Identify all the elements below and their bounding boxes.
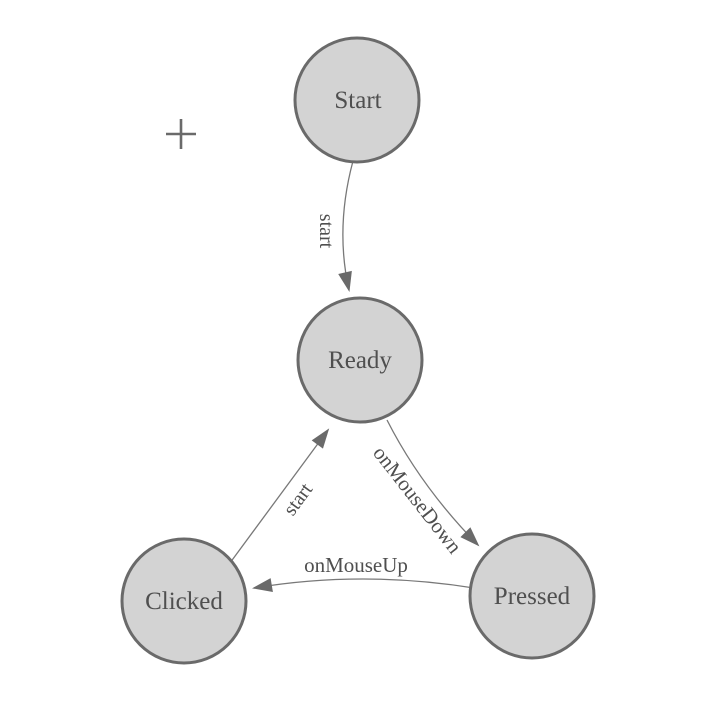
edge-label-start-1: start — [315, 214, 337, 249]
edge-label-onmouseup: onMouseUp — [304, 553, 408, 577]
node-ready-label: Ready — [328, 347, 392, 374]
node-ready-circle[interactable] — [296, 296, 424, 424]
node-start-label: Start — [334, 87, 381, 114]
edge-label-onmousedown: onMouseDown — [368, 441, 467, 558]
node-ready[interactable]: Ready — [296, 296, 424, 424]
node-pressed-label: Pressed — [494, 583, 571, 610]
node-clicked-label: Clicked — [145, 588, 223, 615]
crosshair-icon — [166, 119, 196, 149]
edge-clicked-to-ready-path[interactable] — [226, 428, 330, 568]
node-start[interactable]: Start — [293, 36, 421, 164]
node-clicked[interactable]: Clicked — [120, 537, 248, 665]
edge-clicked-to-ready[interactable]: start — [226, 428, 330, 568]
edge-pressed-to-clicked-path[interactable] — [252, 578, 475, 592]
edge-start-to-ready-path[interactable] — [338, 160, 354, 292]
node-pressed[interactable]: Pressed — [468, 532, 596, 660]
node-clicked-circle[interactable] — [120, 537, 248, 665]
edge-ready-to-pressed[interactable]: onMouseDown — [368, 419, 480, 558]
node-start-circle[interactable] — [293, 36, 421, 164]
node-pressed-circle[interactable] — [468, 532, 596, 660]
edge-label-start-2: start — [279, 479, 317, 520]
edge-start-to-ready[interactable]: start — [315, 160, 354, 292]
edge-pressed-to-clicked[interactable]: onMouseUp — [252, 553, 475, 592]
edge-ready-to-pressed-path[interactable] — [386, 419, 480, 547]
